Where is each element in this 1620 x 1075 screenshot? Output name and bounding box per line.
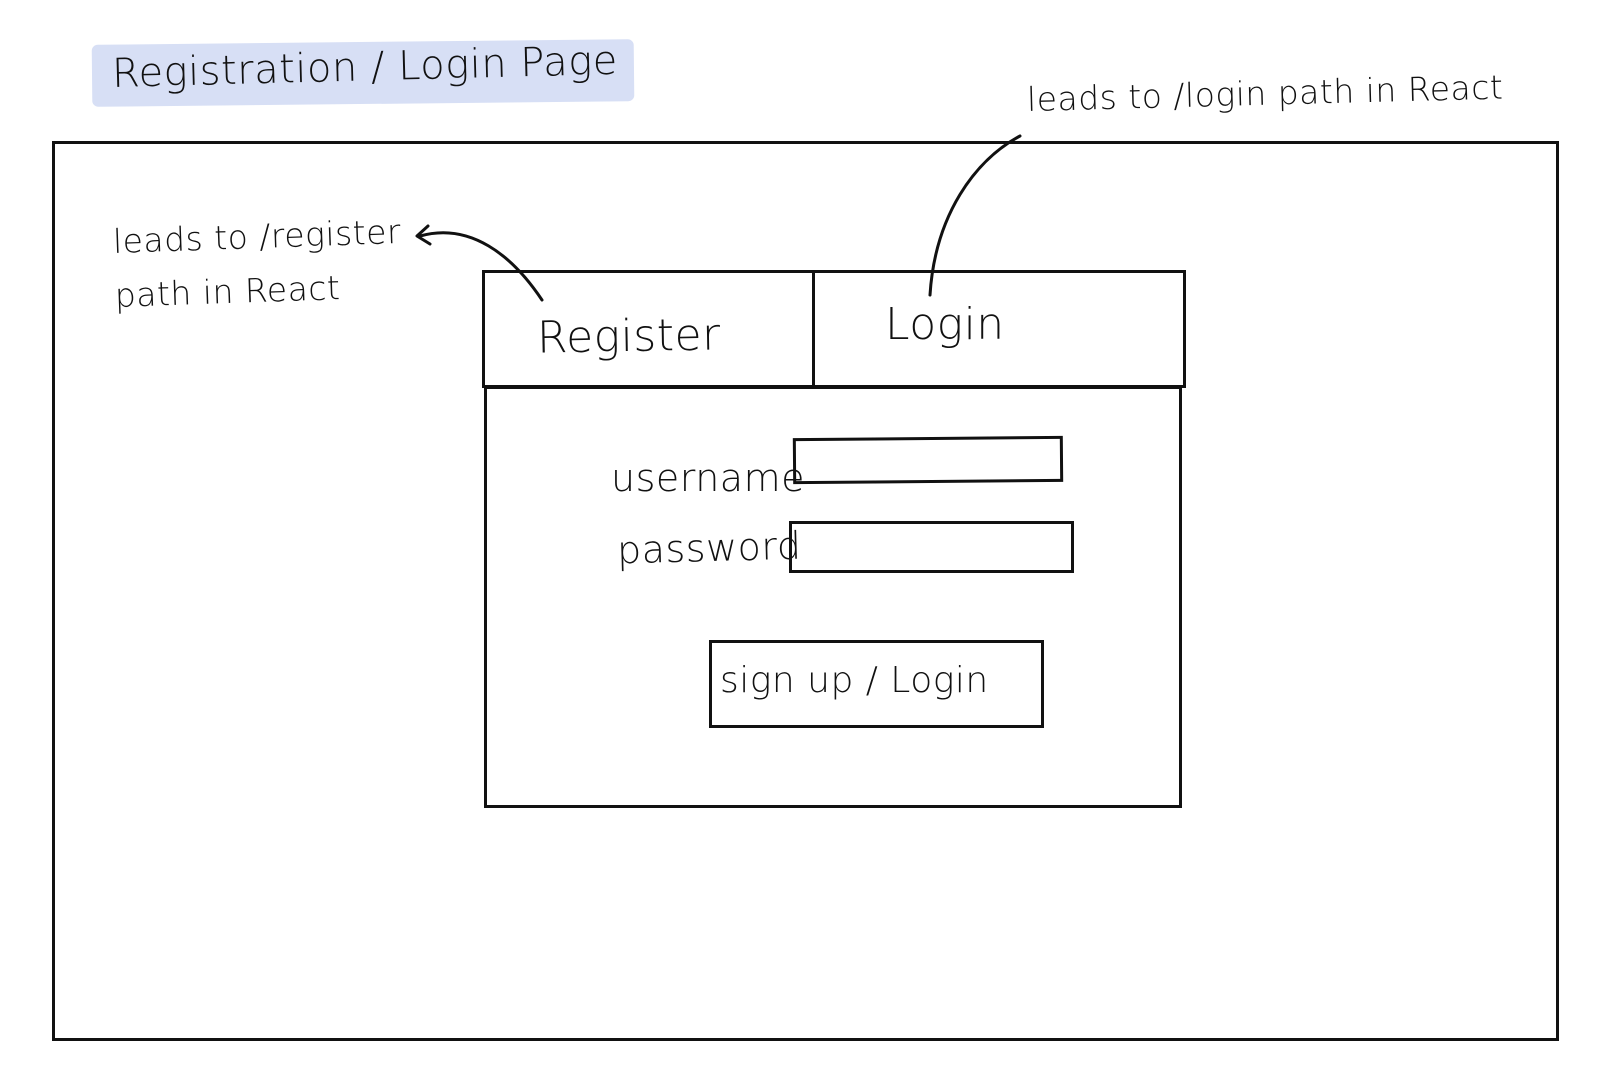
login-route-annotation: leads to /login path in React: [1026, 67, 1504, 119]
tab-login[interactable]: Login: [815, 273, 1183, 385]
app-window-frame: [52, 141, 1559, 1041]
tab-login-label: Login: [885, 299, 1005, 350]
username-label: username: [611, 456, 805, 500]
password-input[interactable]: [789, 521, 1074, 573]
tab-register-label: Register: [536, 309, 722, 364]
sign-up-login-button-label: sign up / Login: [720, 660, 989, 701]
auth-tab-bar: Register Login: [482, 270, 1186, 388]
auth-form-panel: username password sign up / Login: [484, 386, 1182, 808]
password-label: password: [616, 523, 802, 573]
username-input[interactable]: [792, 435, 1064, 485]
tab-register[interactable]: Register: [485, 273, 815, 385]
sign-up-login-button[interactable]: sign up / Login: [709, 640, 1044, 728]
